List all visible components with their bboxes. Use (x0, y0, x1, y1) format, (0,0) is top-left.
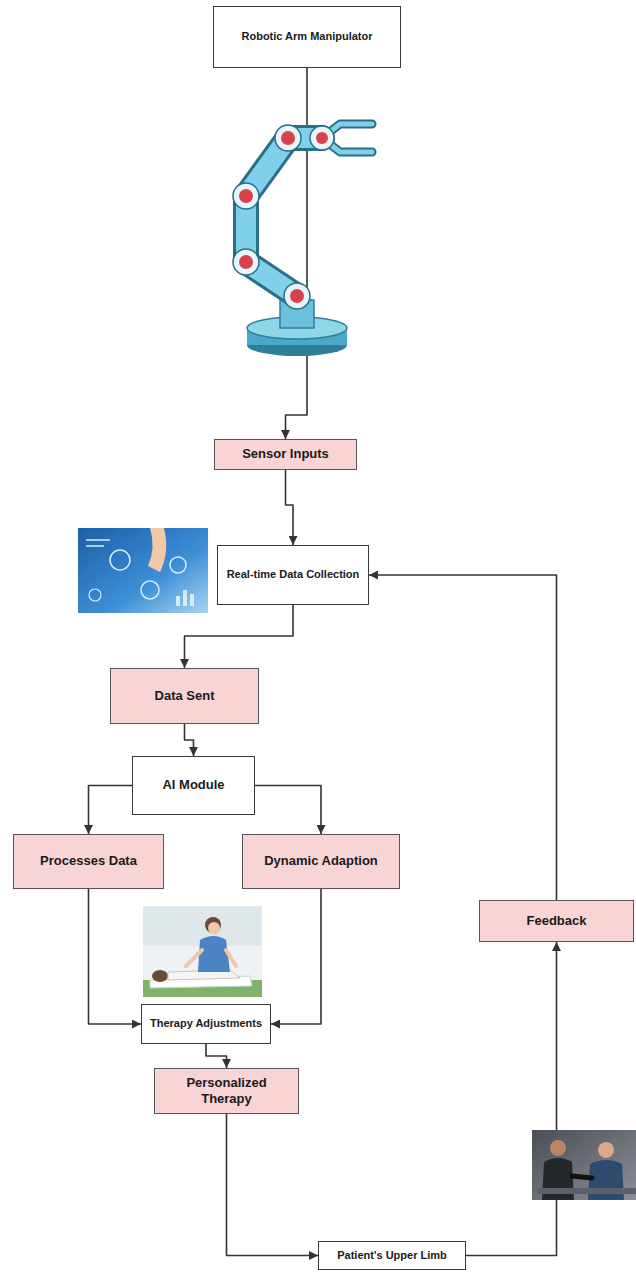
illustration-shape (598, 1142, 614, 1158)
node-label: Data Sent (155, 688, 215, 704)
illustration-shape (143, 906, 262, 997)
illustration-shape (183, 590, 187, 606)
process-step-box: Sensor Inputs (214, 439, 357, 470)
process-step-box: Data Sent (110, 668, 259, 724)
component-box: Robotic Arm Manipulator (213, 6, 401, 68)
data-dashboard-photo (78, 528, 208, 613)
flow-arrow (89, 786, 133, 835)
node-label: Robotic Arm Manipulator (242, 30, 373, 44)
illustration-shape (176, 596, 180, 606)
illustration-shape (281, 131, 295, 145)
illustration-shape (239, 255, 253, 269)
illustration-shape (290, 289, 304, 303)
node-label: Personalized Therapy (161, 1075, 292, 1108)
node-label: Sensor Inputs (242, 446, 329, 462)
illustration-shape (141, 581, 159, 599)
component-box: Real-time Data Collection (217, 545, 369, 605)
illustration-shape (538, 1188, 636, 1194)
node-label: Therapy Adjustments (150, 1017, 262, 1031)
illustration-shape (275, 125, 301, 151)
node-label: Real-time Data Collection (227, 568, 360, 582)
flow-arrow (185, 724, 194, 756)
illustration-shape (246, 138, 322, 296)
node-label: Patient's Upper Limb (337, 1249, 447, 1263)
illustration-shape (89, 589, 101, 601)
process-step-box: Feedback (479, 900, 634, 942)
illustration-shape (148, 528, 166, 572)
component-box: Patient's Upper Limb (318, 1241, 466, 1270)
flow-arrow (271, 889, 321, 1024)
illustration-shape (110, 550, 130, 570)
flow-arrow (227, 1114, 319, 1256)
illustration-shape (198, 936, 230, 972)
illustration-shape (86, 540, 110, 546)
illustration-shape (233, 183, 259, 209)
illustration-shape (186, 950, 236, 966)
component-box: Therapy Adjustments (141, 1004, 271, 1044)
flow-arrow (89, 889, 142, 1024)
illustration-shape (152, 970, 168, 982)
illustration-shape (310, 126, 334, 150)
process-step-box: Processes Data (13, 834, 164, 889)
illustration-shape (208, 922, 220, 934)
node-label: AI Module (162, 777, 224, 793)
illustration-shape (190, 594, 194, 606)
node-label: Processes Data (40, 853, 137, 869)
therapist-photo (143, 906, 262, 997)
rehab-gym-photo (532, 1130, 636, 1200)
node-label: Dynamic Adaption (264, 853, 378, 869)
illustration-shape (532, 1130, 636, 1200)
illustration-shape (572, 1176, 592, 1178)
flow-arrow (286, 68, 308, 439)
illustration-shape (550, 1140, 566, 1156)
flow-arrow (206, 1044, 227, 1068)
illustration-shape (316, 132, 328, 144)
flow-arrow (185, 605, 294, 668)
illustration-shape (78, 528, 208, 613)
robot-arm-illustration (233, 124, 372, 356)
node-label: Feedback (527, 913, 587, 929)
illustration-shape (284, 283, 310, 309)
illustration-shape (205, 917, 221, 933)
process-step-box: Dynamic Adaption (242, 834, 400, 889)
illustration-shape (170, 557, 186, 573)
flow-arrow (286, 470, 294, 545)
flow-arrow (466, 942, 557, 1256)
process-step-box: Personalized Therapy (154, 1068, 299, 1114)
component-box: AI Module (132, 756, 255, 815)
flow-arrow (255, 786, 321, 835)
illustration-shape (233, 249, 259, 275)
illustration-shape (246, 138, 322, 296)
illustration-shape (239, 189, 253, 203)
